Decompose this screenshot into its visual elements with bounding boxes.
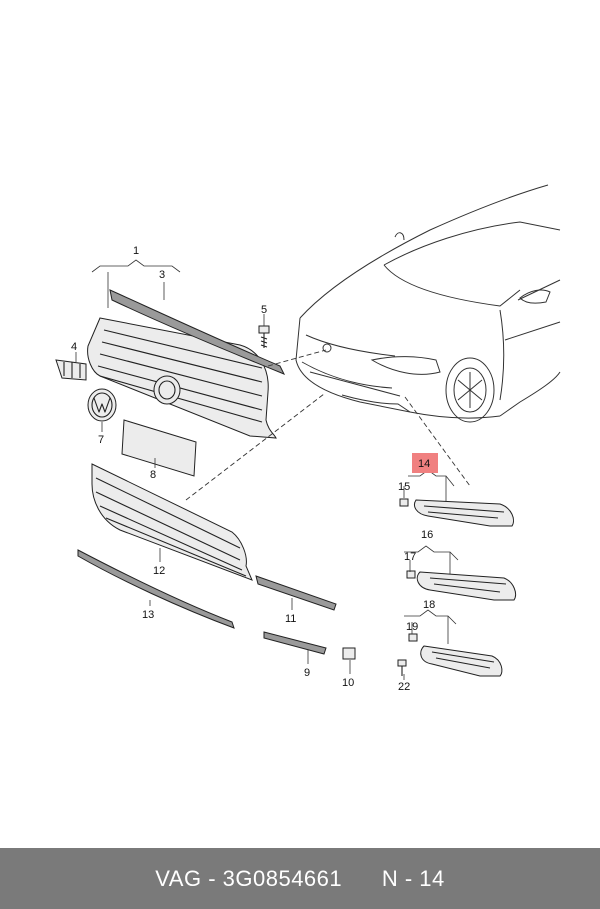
nut-19 bbox=[408, 633, 418, 642]
label-18: 18 bbox=[423, 599, 435, 611]
nut-17 bbox=[406, 570, 416, 579]
label-9: 9 bbox=[304, 667, 310, 679]
ref-line-side bbox=[404, 396, 471, 487]
side-grille-16 bbox=[416, 571, 517, 601]
car-outline bbox=[295, 184, 561, 423]
label-13: 13 bbox=[142, 609, 154, 621]
emblem-7 bbox=[87, 388, 117, 422]
trim-strip-13 bbox=[77, 549, 235, 629]
label-16: 16 bbox=[421, 529, 433, 541]
bracket-4 bbox=[55, 359, 87, 381]
nut-15 bbox=[399, 498, 409, 507]
part-number-footer: VAG - 3G0854661 N - 14 bbox=[0, 848, 600, 909]
trim-strip-9 bbox=[263, 631, 327, 655]
label-17: 17 bbox=[404, 551, 416, 563]
licence-plate-mount-8 bbox=[121, 419, 197, 477]
side-grille-18 bbox=[420, 645, 503, 677]
upper-trim-strip bbox=[109, 289, 286, 375]
brand-text: VAG bbox=[155, 865, 202, 891]
label-8: 8 bbox=[150, 469, 156, 481]
part-number-text: 3G0854661 bbox=[222, 865, 343, 891]
side-grille-14 bbox=[414, 499, 514, 527]
label-19: 19 bbox=[406, 621, 418, 633]
label-3: 3 bbox=[159, 269, 165, 281]
label-5: 5 bbox=[261, 304, 267, 316]
label-11: 11 bbox=[285, 613, 296, 625]
ref-line-upper bbox=[267, 349, 327, 367]
parts-diagram: 1 3 5 4 7 8 12 13 11 9 10 14 15 16 17 18… bbox=[55, 184, 561, 693]
trim-strip-11 bbox=[255, 575, 337, 611]
spacer bbox=[342, 866, 382, 892]
ref-line-lower bbox=[185, 393, 325, 501]
lower-grille-12 bbox=[91, 463, 253, 581]
label-1: 1 bbox=[133, 245, 139, 257]
section-text: N - 14 bbox=[381, 865, 445, 891]
label-12: 12 bbox=[153, 565, 165, 577]
label-22: 22 bbox=[398, 681, 410, 693]
bolt-5 bbox=[258, 325, 270, 348]
separator-text: - bbox=[201, 865, 223, 891]
screw-22 bbox=[397, 659, 407, 676]
clip-10 bbox=[342, 647, 356, 660]
leaders bbox=[75, 259, 459, 680]
label-15: 15 bbox=[398, 481, 410, 493]
label-10: 10 bbox=[342, 677, 354, 689]
grille-assembly bbox=[87, 317, 277, 439]
label-14: 14 bbox=[418, 458, 430, 470]
label-4: 4 bbox=[71, 341, 77, 353]
highlight-box-14 bbox=[412, 453, 438, 473]
label-7: 7 bbox=[98, 434, 104, 446]
